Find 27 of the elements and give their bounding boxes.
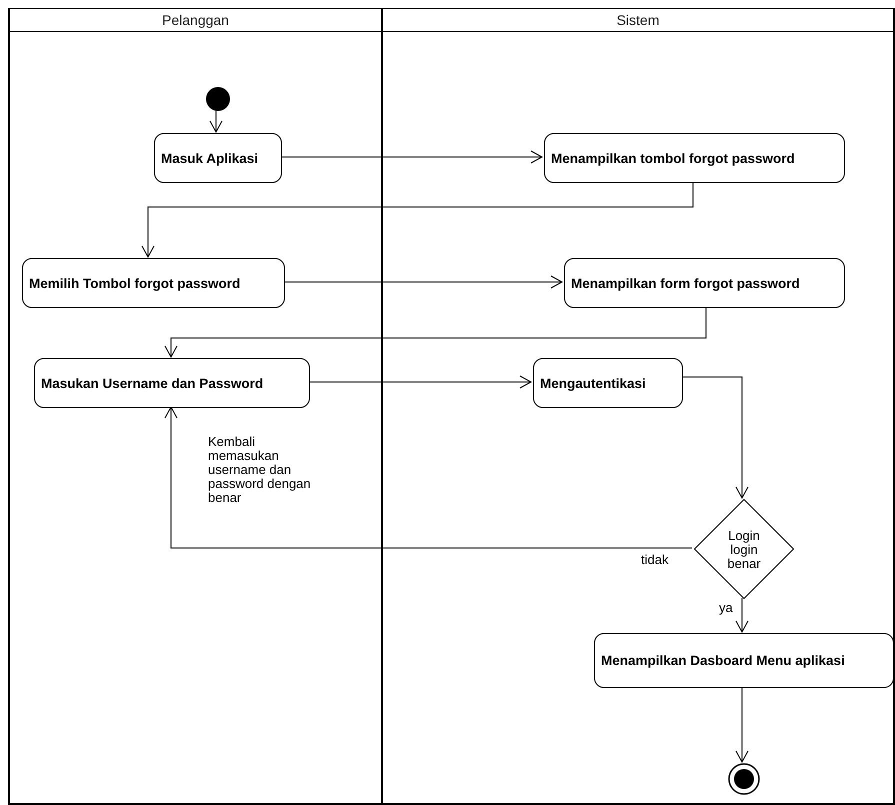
action-box: Menampilkan tombol forgot password [544,133,845,183]
decision-text: Login login benar [726,529,762,571]
arrow [164,406,692,548]
action-box: Mengautentikasi [533,358,683,408]
arrow [736,686,748,762]
swimlane [8,8,383,805]
arrow [210,110,222,132]
decision-diamond [694,499,794,599]
end-node [728,763,760,795]
action-box: Memilih Tombol forgot password [22,258,285,308]
arrow [680,376,748,498]
lane-header: Sistem [383,9,893,32]
action-box: Menampilkan Dasboard Menu aplikasi [594,633,894,688]
start-node [206,87,230,111]
arrow [736,598,748,632]
swimlane [381,8,895,805]
note-text: Kembali memasukan username dan password dengan benar [208,435,312,505]
action-box: Masukan Username dan Password [34,358,310,408]
arrow [280,150,542,164]
arrow [142,182,694,258]
edge-label: tidak [640,552,670,567]
arrow [282,276,562,288]
arrow [308,376,532,388]
action-box: Menampilkan form forgot password [564,258,845,308]
lane-header: Pelanggan [10,9,381,32]
action-box: Masuk Aplikasi [154,133,282,183]
arrow [164,306,706,358]
